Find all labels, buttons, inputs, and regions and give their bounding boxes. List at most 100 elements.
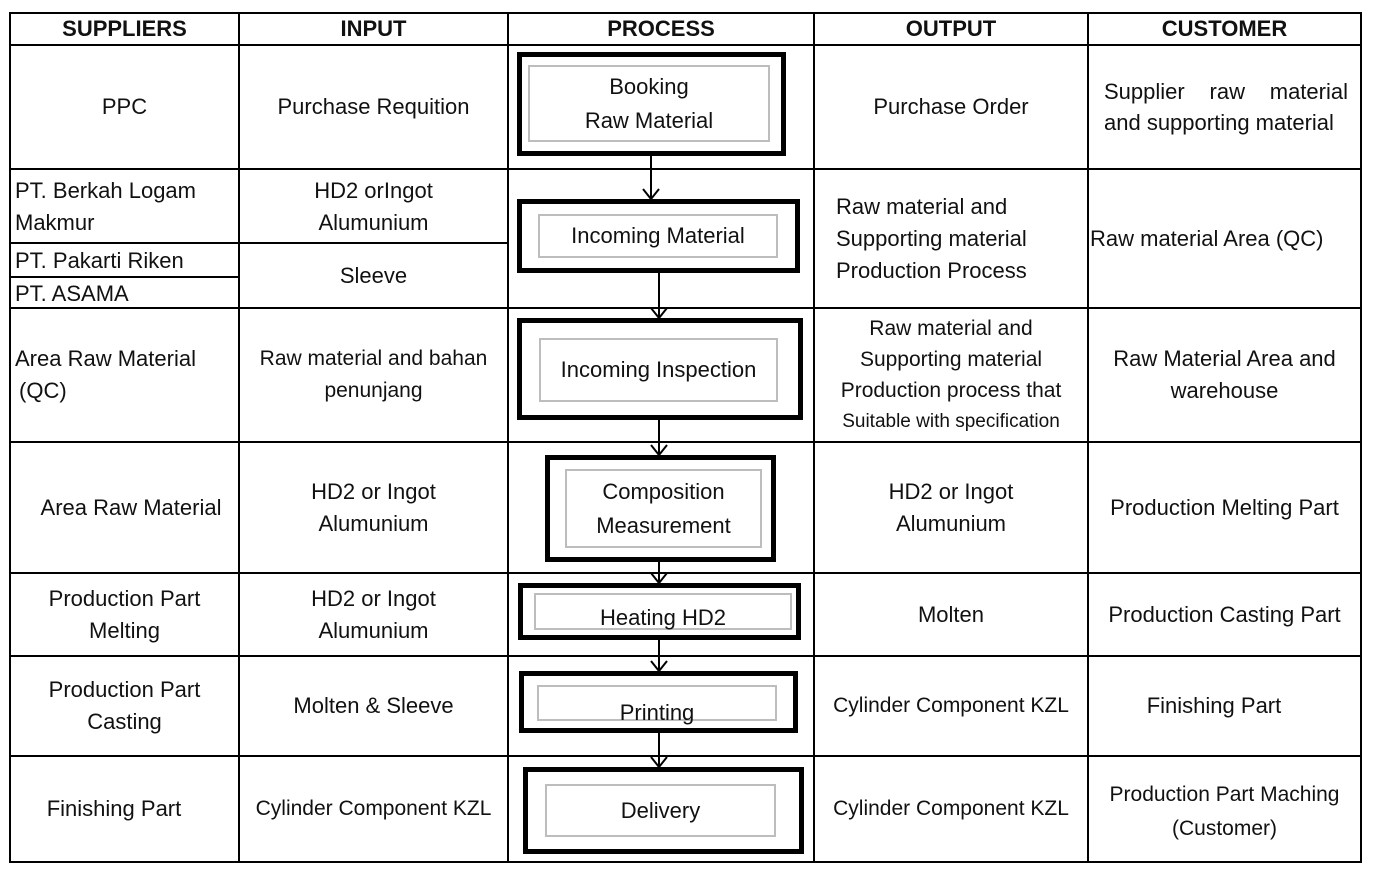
row2-output-line1: Raw material and bbox=[836, 193, 1008, 219]
row2-input-a-line1: HD2 orIngot bbox=[314, 178, 433, 203]
header-process: PROCESS bbox=[508, 13, 814, 45]
header-output: OUTPUT bbox=[814, 13, 1088, 45]
process-composition-line1: Composition bbox=[602, 478, 725, 504]
header-output-label: OUTPUT bbox=[905, 16, 997, 41]
process-box-delivery: Delivery bbox=[523, 767, 804, 854]
row5-suppliers: Production Part Melting bbox=[10, 573, 239, 656]
row4-input-line2: Alumunium bbox=[318, 510, 429, 536]
row7-input-line1: Cylinder Component KZL bbox=[255, 797, 492, 820]
header-suppliers: SUPPLIERS bbox=[10, 13, 239, 45]
header-input: INPUT bbox=[239, 13, 508, 45]
row3-input: Raw material and bahan penunjang bbox=[239, 308, 508, 442]
row1-suppliers-line1: PPC bbox=[101, 94, 148, 119]
row2-suppliers-b-line1: PT. Pakarti Riken bbox=[15, 247, 184, 273]
row2-customer: Raw material Area (QC) bbox=[1090, 169, 1360, 308]
row4-customer: Production Melting Part bbox=[1088, 442, 1361, 573]
process-printing-label: Printing bbox=[619, 700, 695, 725]
row3-output-line4: Suitable with specification bbox=[842, 411, 1060, 432]
row4-suppliers-line1: Area Raw Material bbox=[40, 494, 222, 520]
process-heating-label: Heating HD2 bbox=[600, 604, 726, 630]
row3-output-line3: Production process that bbox=[840, 379, 1062, 402]
row6-output: Cylinder Component KZL bbox=[814, 656, 1088, 756]
row2-input-a: HD2 orIngot Alumunium bbox=[239, 174, 508, 240]
row3-suppliers: Area Raw Material (QC) bbox=[15, 308, 237, 442]
row6-suppliers-line1: Production Part bbox=[48, 677, 201, 702]
row7-input: Cylinder Component KZL bbox=[239, 756, 508, 862]
header-customer-label: CUSTOMER bbox=[1161, 16, 1288, 41]
process-box-printing: Printing bbox=[519, 671, 798, 733]
process-box-incoming-inspection: Incoming Inspection bbox=[517, 318, 803, 420]
process-box-heating-inner: Heating HD2 bbox=[534, 593, 792, 630]
row1-input: Purchase Requition bbox=[239, 45, 508, 169]
process-delivery-label: Delivery bbox=[620, 797, 701, 823]
row7-suppliers: Finishing Part bbox=[10, 756, 218, 862]
row2-output-line3: Production Process bbox=[836, 257, 1027, 283]
row3-output: Raw material and Supporting material Pro… bbox=[815, 310, 1087, 440]
row3-input-line2: penunjang bbox=[324, 379, 423, 402]
row7-customer: Production Part Maching (Customer) bbox=[1088, 762, 1361, 862]
header-customer: CUSTOMER bbox=[1088, 13, 1361, 45]
row1-input-line1: Purchase Requition bbox=[277, 94, 470, 119]
process-booking-line1: Booking bbox=[609, 73, 689, 99]
row2-suppliers-c: PT. ASAMA bbox=[15, 279, 237, 308]
process-box-incoming-material: Incoming Material bbox=[517, 199, 800, 273]
row4-output-line1: HD2 or Ingot bbox=[888, 478, 1014, 504]
process-box-composition-inner: Composition Measurement bbox=[565, 469, 762, 548]
process-box-booking-inner: Booking Raw Material bbox=[528, 65, 770, 142]
row2-suppliers-b: PT. Pakarti Riken bbox=[15, 244, 237, 277]
row6-customer: Finishing Part bbox=[1088, 656, 1340, 756]
process-booking-line2: Raw Material bbox=[584, 107, 714, 133]
row2-input-b: Sleeve bbox=[239, 243, 508, 308]
row6-suppliers: Production Part Casting bbox=[10, 656, 239, 756]
row1-customer-text: Supplier raw material and supporting mat… bbox=[1104, 79, 1348, 135]
process-incoming-inspection-label: Incoming Inspection bbox=[560, 357, 757, 382]
row2-suppliers-a-line2: Makmur bbox=[15, 210, 95, 235]
row1-output-line1: Purchase Order bbox=[873, 94, 1029, 119]
row6-customer-line1: Finishing Part bbox=[1146, 693, 1282, 718]
process-box-incoming-material-inner: Incoming Material bbox=[538, 214, 778, 258]
process-box-booking: Booking Raw Material bbox=[517, 52, 786, 156]
row5-customer: Production Casting Part bbox=[1088, 573, 1361, 656]
row4-output: HD2 or Ingot Alumunium bbox=[814, 442, 1088, 573]
row2-input-a-line2: Alumunium bbox=[318, 210, 429, 235]
row7-customer-line2: (Customer) bbox=[1171, 817, 1277, 840]
row5-output-line1: Molten bbox=[917, 601, 985, 627]
row2-suppliers-c-line1: PT. ASAMA bbox=[15, 280, 129, 306]
row5-suppliers-line2: Melting bbox=[89, 617, 160, 643]
row3-suppliers-line2: (QC) bbox=[19, 378, 67, 403]
row3-output-line1: Raw material and bbox=[869, 317, 1033, 340]
process-box-heating: Heating HD2 bbox=[518, 583, 801, 640]
row1-customer: Supplier raw material and supporting mat… bbox=[1104, 45, 1348, 169]
row1-output: Purchase Order bbox=[814, 45, 1088, 169]
row5-suppliers-line1: Production Part bbox=[48, 585, 201, 611]
row3-customer: Raw Material Area and warehouse bbox=[1088, 308, 1361, 442]
row6-input: Molten & Sleeve bbox=[239, 656, 508, 756]
table-border bbox=[9, 12, 1362, 863]
process-box-incoming-inspection-inner: Incoming Inspection bbox=[539, 338, 778, 402]
row6-input-line1: Molten & Sleeve bbox=[293, 693, 454, 718]
process-incoming-material-label: Incoming Material bbox=[571, 223, 745, 248]
row2-output-line2: Supporting material bbox=[836, 225, 1027, 251]
row5-input-line2: Alumunium bbox=[318, 617, 429, 643]
row3-customer-line2: warehouse bbox=[1170, 378, 1279, 403]
row7-suppliers-line1: Finishing Part bbox=[46, 796, 182, 821]
process-box-delivery-inner: Delivery bbox=[545, 784, 776, 837]
row5-customer-line1: Production Casting Part bbox=[1108, 601, 1341, 627]
row5-input: HD2 or Ingot Alumunium bbox=[239, 573, 508, 656]
row3-suppliers-line1: Area Raw Material bbox=[15, 346, 196, 371]
row2-input-b-line1: Sleeve bbox=[339, 262, 408, 288]
row1-suppliers: PPC bbox=[10, 45, 239, 169]
row3-output-line2: Supporting material bbox=[859, 348, 1043, 371]
row3-customer-line1: Raw Material Area and bbox=[1113, 346, 1336, 371]
process-box-printing-inner: Printing bbox=[537, 685, 777, 725]
row4-output-line2: Alumunium bbox=[895, 510, 1007, 536]
row7-output: Cylinder Component KZL bbox=[814, 756, 1088, 862]
header-process-label: PROCESS bbox=[607, 16, 715, 41]
row7-output-line1: Cylinder Component KZL bbox=[833, 797, 1069, 820]
row2-suppliers-a: PT. Berkah Logam Makmur bbox=[15, 174, 237, 240]
row2-customer-line1: Raw material Area (QC) bbox=[1090, 225, 1324, 251]
header-input-label: INPUT bbox=[340, 16, 407, 41]
row3-input-line1: Raw material and bahan bbox=[259, 347, 488, 370]
process-composition-line2: Measurement bbox=[596, 512, 731, 538]
